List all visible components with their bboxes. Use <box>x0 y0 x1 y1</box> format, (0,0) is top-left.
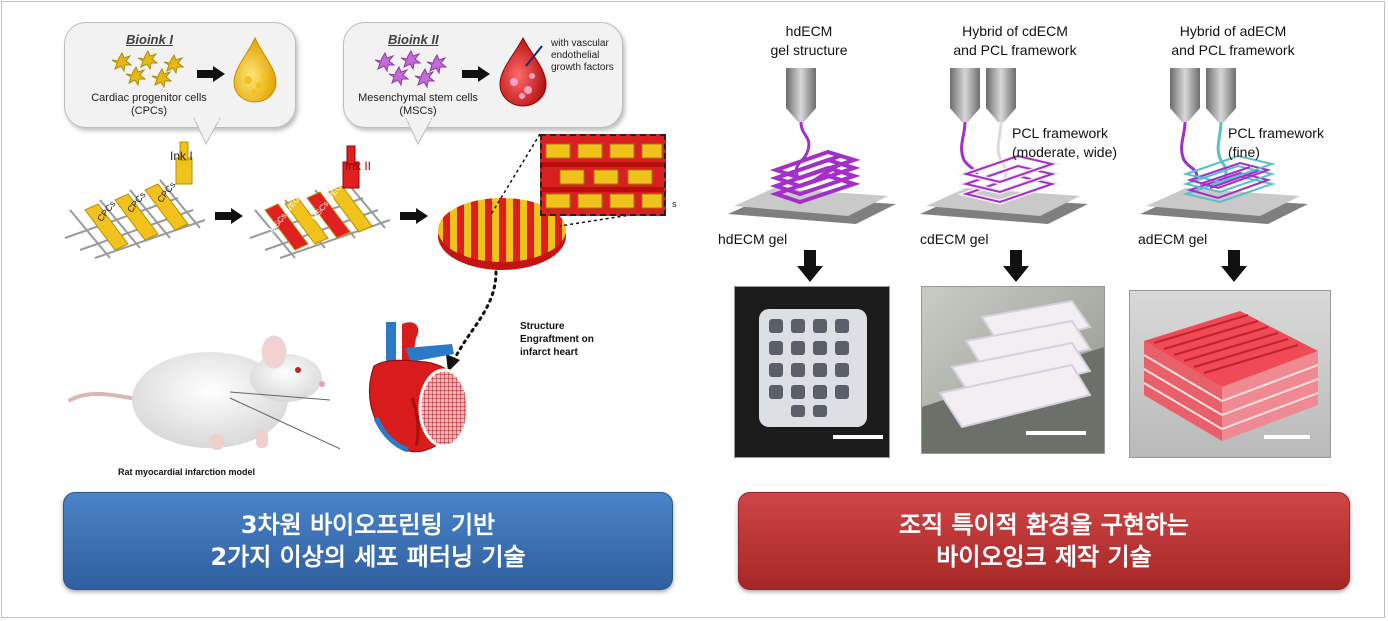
arrow-icon <box>215 208 243 224</box>
bioink1-cells-label: Cardiac progenitor cells <box>91 92 207 104</box>
col2-gel-label: cdECM gel <box>920 231 989 247</box>
bioink1-drop-icon <box>233 36 277 103</box>
bioink2-factor-label: with vascular endothelial growth factors <box>551 38 614 73</box>
col1-photo-hdecm <box>734 286 890 458</box>
col2-photo-cdecm <box>921 286 1105 454</box>
button-line1: 3차원 바이오프린팅 기반 <box>240 511 496 539</box>
ink2-label: Ink II <box>345 159 372 173</box>
col3-pcl-line2: (fine) <box>1228 144 1260 160</box>
col2-pcl-line1: PCL framework <box>1012 125 1108 141</box>
rat-illustration <box>68 335 340 450</box>
ink1-label: Ink I <box>170 149 193 163</box>
stray-mark: s <box>672 199 677 209</box>
zoom-lines <box>489 133 663 227</box>
printed-structure-disc <box>438 198 566 270</box>
heart-patch <box>418 368 470 448</box>
col3-title-line1: Hybrid of adECM <box>1179 23 1287 39</box>
structure-note: Structure Engraftment on infarct heart <box>520 321 594 358</box>
bioprinting-patterning-button[interactable]: 3차원 바이오프린팅 기반 2가지 이상의 세포 패터닝 기술 <box>63 492 673 590</box>
col2-title-line1: Hybrid of cdECM <box>962 23 1068 39</box>
printing-step2-illustration <box>249 145 391 259</box>
col3-gel-label: adECM gel <box>1138 231 1208 247</box>
bioink2-drop-icon <box>499 36 547 107</box>
down-arrow-icon <box>1221 250 1247 282</box>
cpc-cells-icon <box>111 50 185 89</box>
arrow-icon <box>462 66 490 82</box>
col1-gel-label: hdECM gel <box>718 231 788 247</box>
bioink1-bubble-tail <box>193 118 221 146</box>
col2-pcl-line2: (moderate, wide) <box>1012 144 1118 160</box>
down-arrow-icon <box>797 250 823 282</box>
dotted-arrow <box>446 270 498 372</box>
col1-printer-illustration <box>728 68 896 224</box>
col2-printer-illustration <box>920 68 1088 224</box>
col3-printer-illustration <box>1140 68 1308 224</box>
rat-caption: Rat myocardial infarction model <box>118 467 256 477</box>
bioink2-cells-abbr: (MSCs) <box>399 105 437 117</box>
col2-title-line2: and PCL framework <box>953 42 1077 58</box>
col1-title-line1: hdECM <box>785 23 833 39</box>
down-arrow-icon <box>1003 250 1029 282</box>
arrow-icon <box>197 66 225 82</box>
bioink1-cells-abbr: (CPCs) <box>130 105 168 117</box>
bioink2-title: Bioink II <box>388 32 439 47</box>
col3-title-line2: and PCL framework <box>1171 42 1295 58</box>
arrow-icon <box>400 208 428 224</box>
bioink2-cells-label: Mesenchymal stem cells <box>358 92 478 104</box>
col3-pcl-line1: PCL framework <box>1228 125 1324 141</box>
bioink2-bubble-tail <box>405 118 433 146</box>
bioink1-title: Bioink I <box>126 32 173 47</box>
col3-photo-adecm <box>1129 290 1331 458</box>
button-line2: 2가지 이상의 세포 패터닝 기술 <box>210 543 526 571</box>
msc-cells-icon <box>374 50 448 89</box>
col1-title-line2: gel structure <box>770 42 848 58</box>
zoom-inset <box>540 134 666 216</box>
button-line2: 바이오잉크 제작 기술 <box>936 543 1152 571</box>
bioink-fabrication-button[interactable]: 조직 특이적 환경을 구현하는 바이오잉크 제작 기술 <box>738 492 1350 590</box>
printing-step1-illustration <box>64 141 206 259</box>
button-line1: 조직 특이적 환경을 구현하는 <box>898 511 1190 539</box>
